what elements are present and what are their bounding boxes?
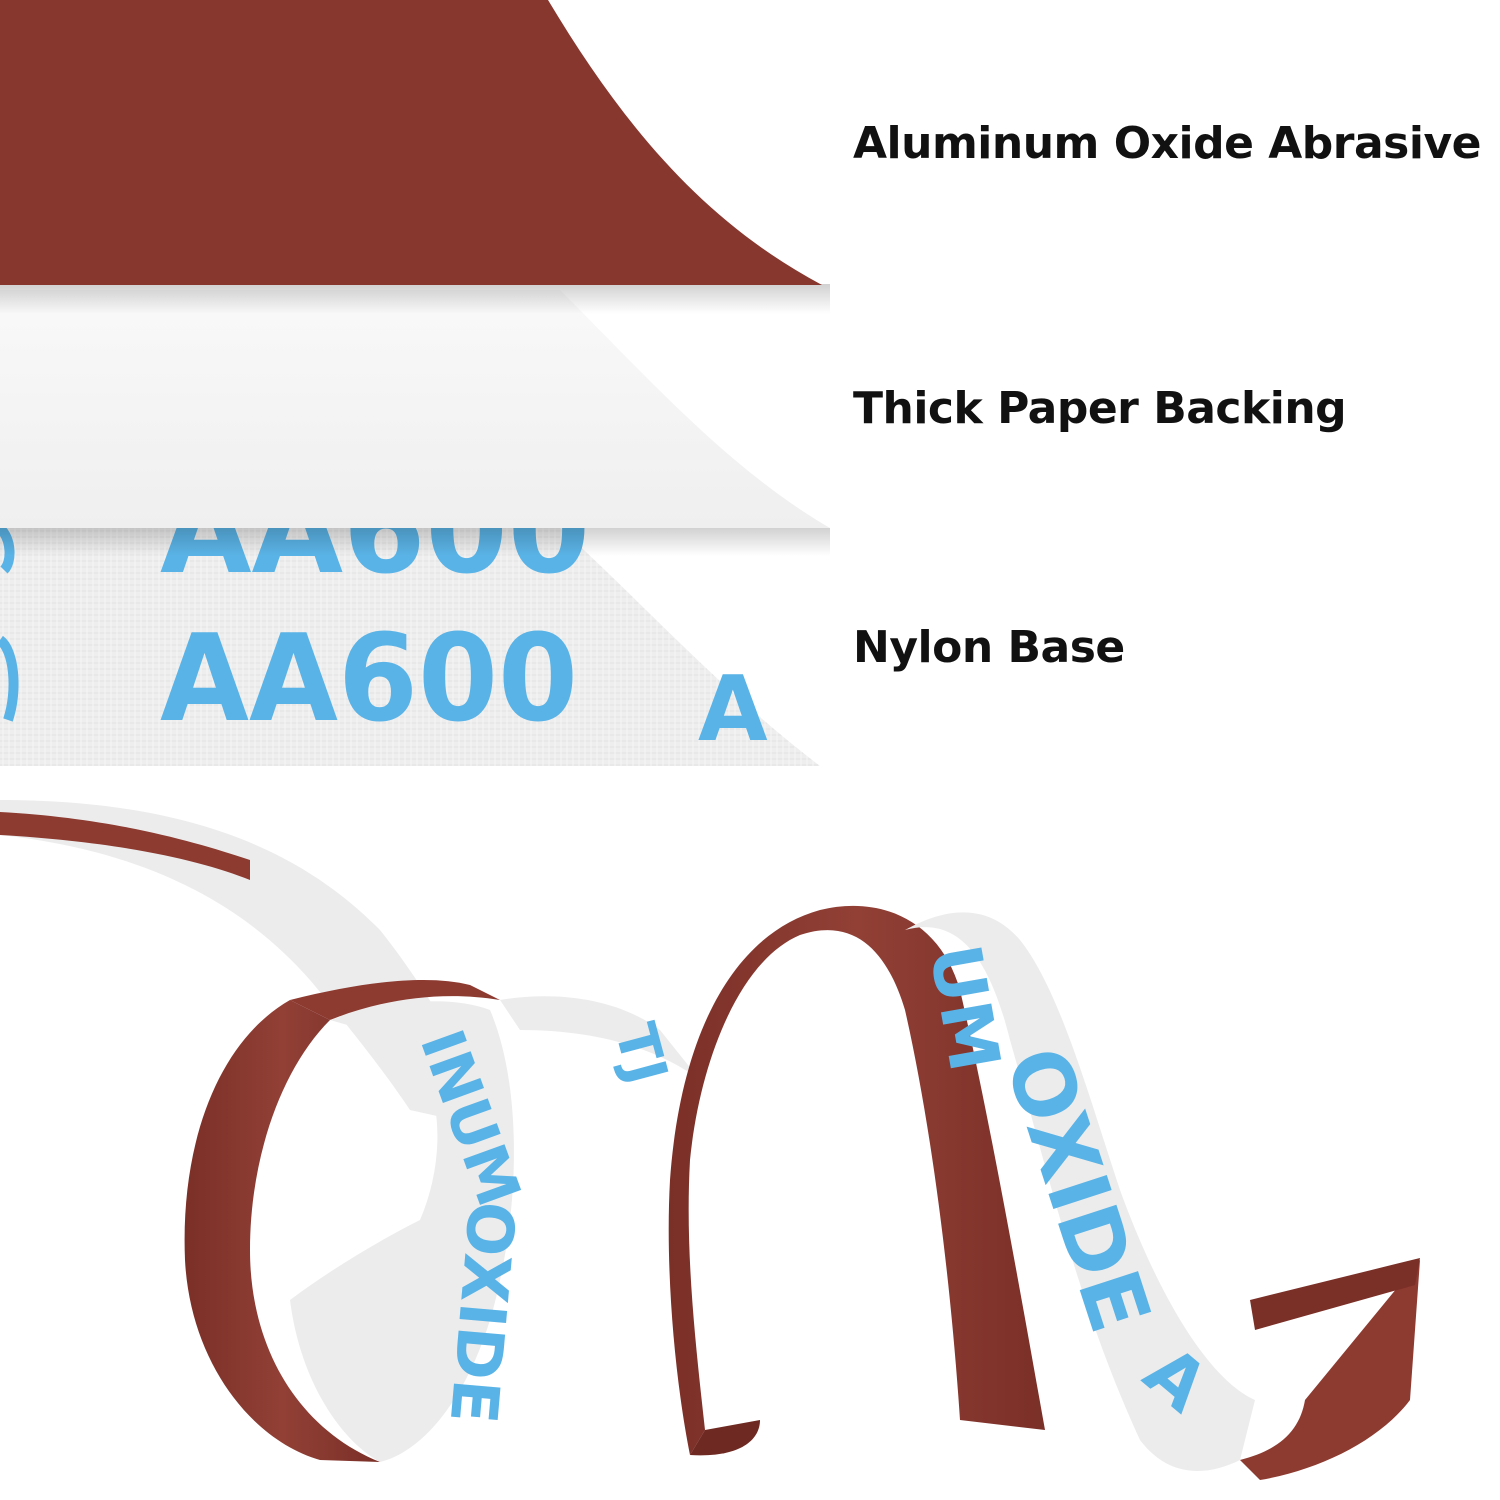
label-aluminum-oxide-abrasive: Aluminum Oxide Abrasive	[853, 118, 1481, 169]
curled-sanding-belt: OXIDE INUM TJ OXIDE UM A	[0, 800, 1420, 1480]
abrasive-layer	[0, 0, 830, 314]
nylon-print-edge-letter: A	[698, 657, 768, 762]
nylon-print-aa600: AA600	[160, 610, 578, 749]
label-nylon-base: Nylon Base	[853, 622, 1125, 673]
paper-backing-layer	[0, 290, 830, 556]
label-thick-paper-backing: Thick Paper Backing	[853, 383, 1347, 434]
belt-print-inum: INUM	[406, 1021, 534, 1215]
